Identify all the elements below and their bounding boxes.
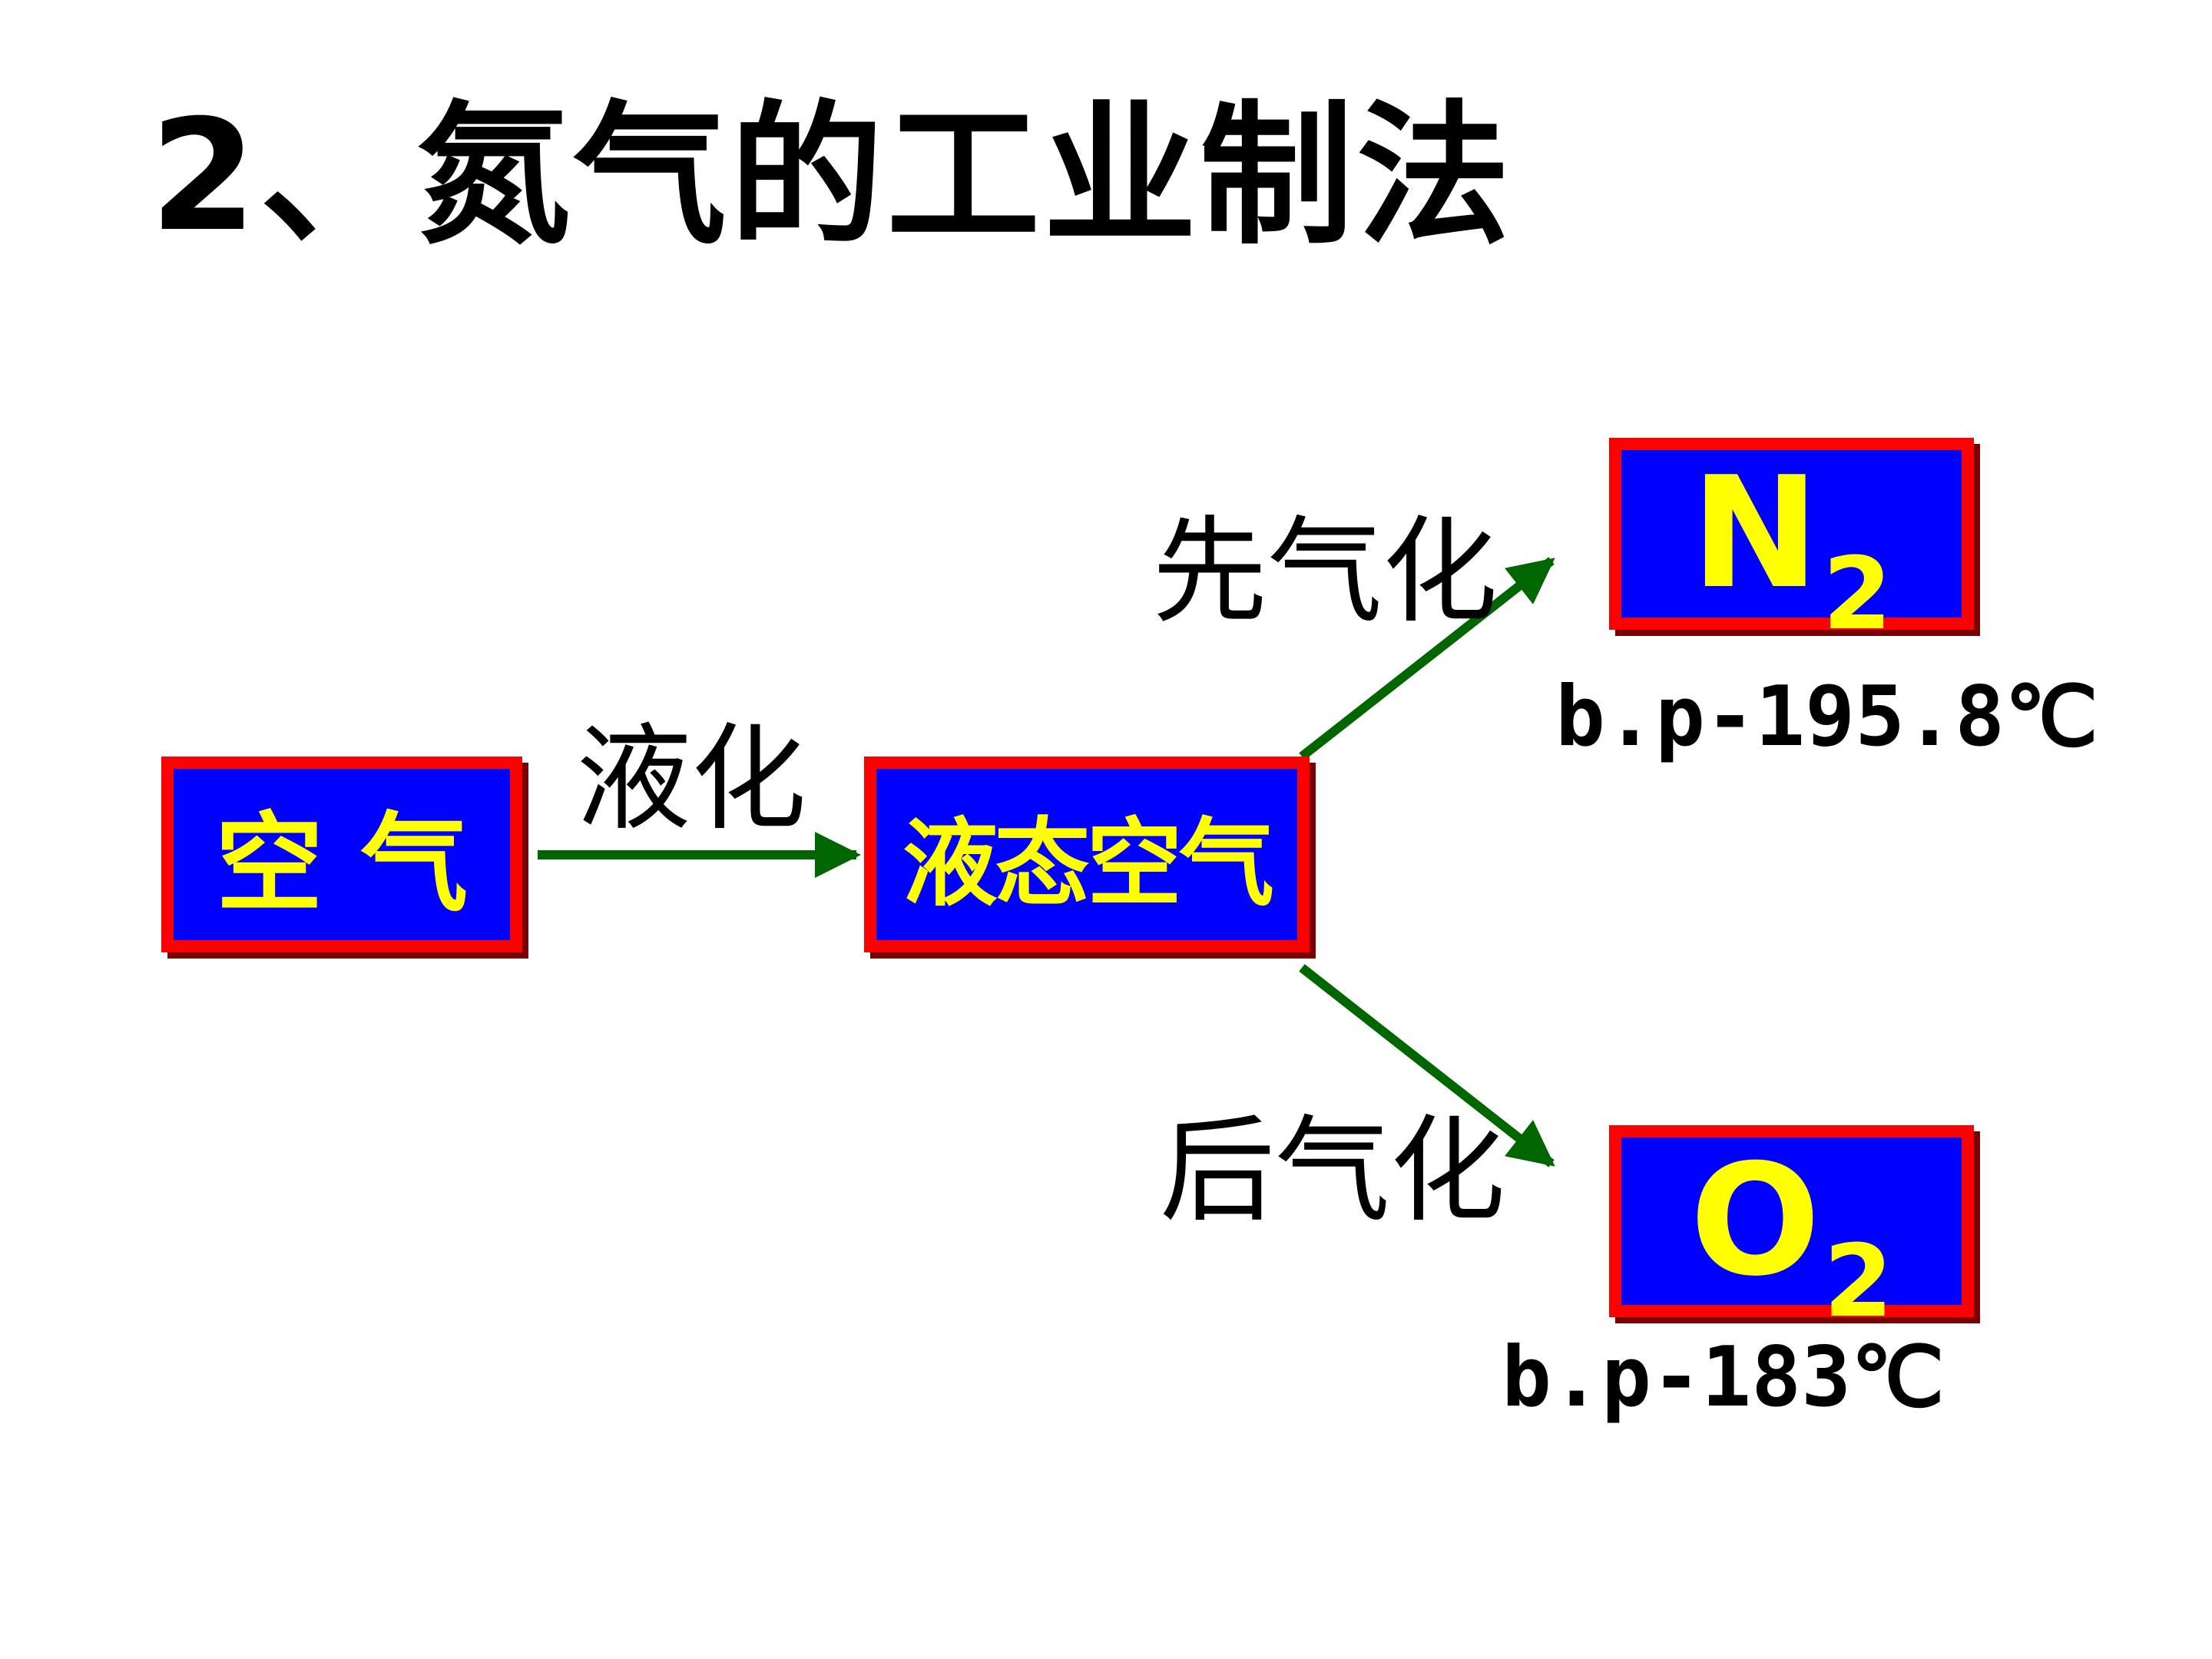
oxygen-box: O2: [1609, 1125, 1974, 1340]
vaporize-later-label: 后气化: [1160, 1104, 1506, 1238]
arrow-liquid-air-to-o2: [1299, 964, 1555, 1167]
air-box: 空 气: [161, 757, 522, 952]
liquefy-label: 液化: [576, 713, 807, 846]
air-label: 空 气: [215, 801, 469, 927]
oxygen-subscript: 2: [1823, 1223, 1893, 1339]
page-title: 2、氮气的工业制法: [150, 87, 1514, 266]
oxygen-symbol: O: [1690, 1131, 1821, 1310]
nitrogen-box: N2: [1609, 438, 1974, 653]
arrow-liquid-air-to-n2: [1299, 557, 1555, 760]
oxygen-formula: O2: [1690, 1144, 1893, 1340]
nitrogen-formula: N2: [1691, 457, 1892, 653]
vaporize-first-label: 先气化: [1152, 505, 1498, 639]
oxygen-boiling-point: b.p-183℃: [1502, 1330, 1945, 1426]
nitrogen-boiling-point: b.p-195.8℃: [1555, 669, 2098, 765]
liquid-air-label: 液态空气: [902, 808, 1274, 919]
liquid-air-box: 液态空气: [864, 757, 1310, 952]
nitrogen-subscript: 2: [1822, 535, 1892, 652]
nitrogen-symbol: N: [1690, 444, 1820, 623]
